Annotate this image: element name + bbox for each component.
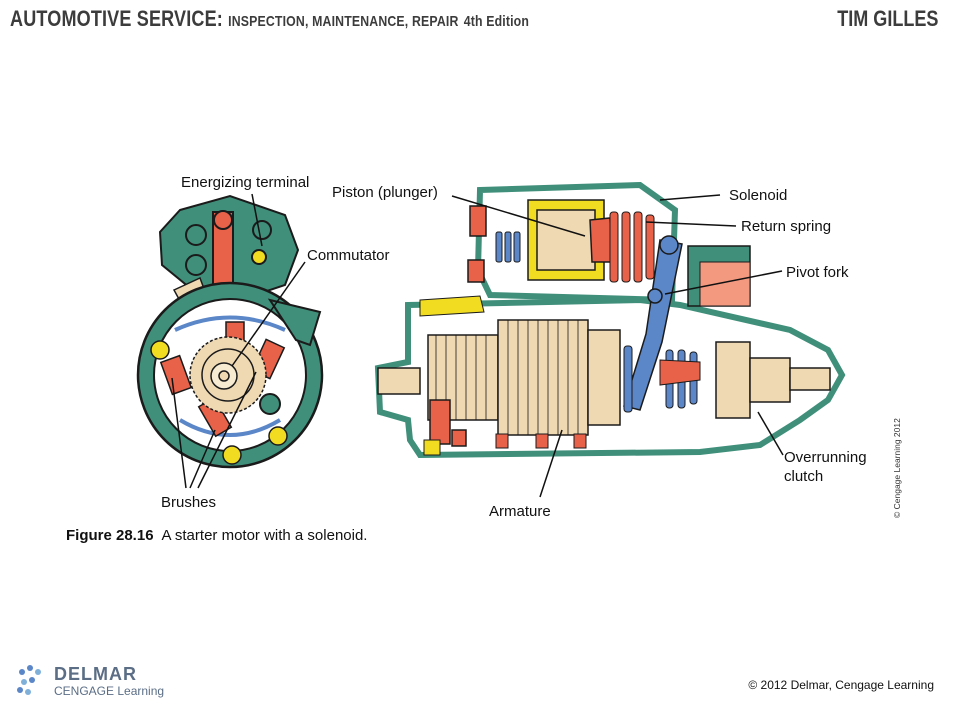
footer-copyright: © 2012 Delmar, Cengage Learning — [748, 678, 934, 692]
figure-number: Figure 28.16 — [66, 527, 154, 544]
logo-name: DELMAR — [54, 664, 137, 684]
label-return-spring: Return spring — [741, 218, 831, 235]
label-energizing-terminal: Energizing terminal — [181, 174, 309, 191]
delmar-logo: DELMAR CENGAGE Learning — [14, 662, 194, 702]
label-pivot-fork: Pivot fork — [786, 264, 849, 281]
label-overrunning-clutch-line2: clutch — [784, 468, 823, 485]
label-overrunning-clutch-line1: Overrunning — [784, 449, 867, 466]
figure-caption: Figure 28.16 A starter motor with a solen… — [66, 527, 367, 544]
label-solenoid: Solenoid — [729, 187, 787, 204]
delmar-logo-icon — [17, 665, 41, 695]
vertical-credit: © Cengage Learning 2012 — [892, 418, 902, 518]
figure-caption-text: A starter motor with a solenoid. — [161, 527, 368, 544]
logo-subtitle: CENGAGE Learning — [54, 684, 165, 698]
author-name: TIM GILLES — [836, 6, 938, 31]
leader-lines — [171, 193, 784, 498]
label-armature: Armature — [489, 503, 551, 520]
label-brushes: Brushes — [161, 494, 216, 511]
label-commutator: Commutator — [307, 247, 390, 264]
end-view — [136, 194, 324, 469]
book-title: AUTOMOTIVE SERVICE: INSPECTION, MAINTENA… — [10, 6, 643, 36]
svg-text:© Cengage Learning 2012: © Cengage Learning 2012 — [892, 418, 902, 518]
side-view — [374, 181, 846, 459]
label-piston-plunger: Piston (plunger) — [332, 184, 438, 201]
book-title-main: AUTOMOTIVE SERVICE: INSPECTION, MAINTENA… — [10, 6, 530, 31]
